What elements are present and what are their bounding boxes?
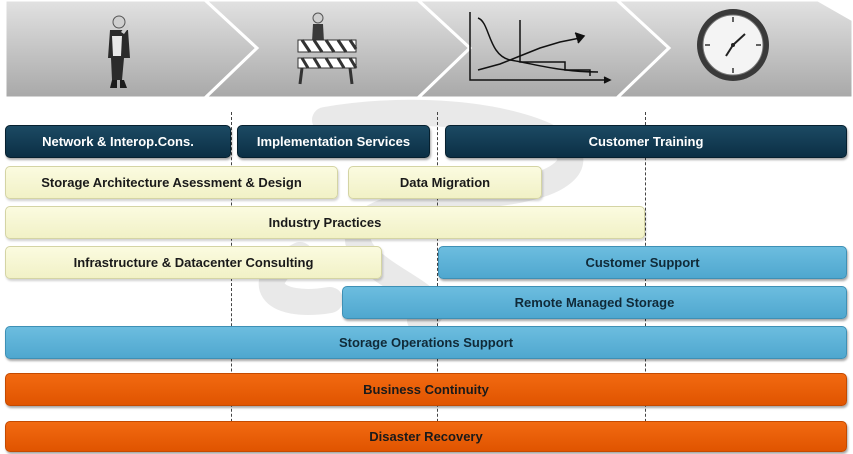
clock-icon — [697, 9, 769, 81]
bar-data-migration: Data Migration — [348, 166, 542, 199]
bar-infrastructure-datacenter-consulting: Infrastructure & Datacenter Consulting — [5, 246, 382, 279]
bar-customer-support: Customer Support — [438, 246, 847, 279]
phase-divider — [437, 112, 438, 452]
crossing-trend-graph-icon — [469, 12, 612, 84]
process-chevron-header — [3, 0, 853, 100]
construction-barrier-icon — [297, 12, 358, 85]
thinking-person-icon — [108, 15, 130, 88]
bar-business-continuity: Business Continuity — [5, 373, 847, 406]
bar-storage-operations-support: Storage Operations Support — [5, 326, 847, 359]
phase-divider — [231, 112, 232, 452]
bar-network-interop-consulting: Network & Interop.Cons. — [5, 125, 231, 158]
phase-divider — [645, 112, 646, 452]
bar-industry-practices: Industry Practices — [5, 206, 645, 239]
bar-remote-managed-storage: Remote Managed Storage — [342, 286, 847, 319]
bar-implementation-services: Implementation Services — [237, 125, 430, 158]
bar-storage-architecture-assessment: Storage Architecture Asessment & Design — [5, 166, 338, 199]
bar-disaster-recovery: Disaster Recovery — [5, 421, 847, 452]
bar-customer-training: Customer Training — [445, 125, 847, 158]
